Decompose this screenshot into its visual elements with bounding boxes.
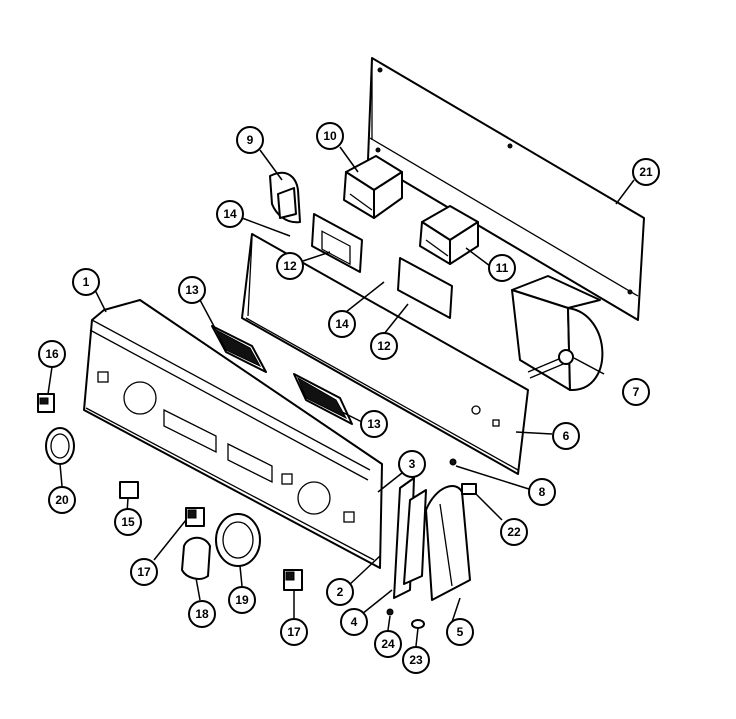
callout-label: 9 xyxy=(247,133,254,147)
callout-label: 14 xyxy=(223,207,237,221)
callout-label: 10 xyxy=(323,129,337,143)
part-end-cap-5 xyxy=(425,485,471,601)
part-screw-23 xyxy=(411,619,425,629)
callout-label: 23 xyxy=(409,653,423,667)
part-screw-24 xyxy=(386,608,394,616)
part-knob-17a xyxy=(185,507,205,527)
callout-11: 11 xyxy=(488,254,516,282)
callout-label: 3 xyxy=(409,457,416,471)
part-bezel-9 xyxy=(269,171,301,224)
part-cover-18 xyxy=(181,536,211,580)
callout-label: 5 xyxy=(457,625,464,639)
callout-24: 24 xyxy=(374,630,402,658)
callout-8: 8 xyxy=(528,478,556,506)
callout-label: 15 xyxy=(121,515,135,529)
callout-label: 24 xyxy=(381,637,395,651)
callout-3: 3 xyxy=(398,450,426,478)
part-bracket-12b xyxy=(397,257,453,319)
part-rocker-13a xyxy=(211,325,267,373)
callout-18: 18 xyxy=(188,600,216,628)
callout-13a: 13 xyxy=(178,276,206,304)
callout-14b: 14 xyxy=(328,310,356,338)
callout-10: 10 xyxy=(316,122,344,150)
callout-2: 2 xyxy=(326,578,354,606)
callout-17a: 17 xyxy=(130,558,158,586)
callout-20: 20 xyxy=(48,486,76,514)
callout-13b: 13 xyxy=(360,410,388,438)
callout-label: 19 xyxy=(235,593,249,607)
part-knob-15 xyxy=(119,481,139,499)
callout-21: 21 xyxy=(632,158,660,186)
callout-16: 16 xyxy=(38,340,66,368)
callout-label: 11 xyxy=(496,261,509,275)
part-ring-19 xyxy=(215,513,261,567)
callout-12b: 12 xyxy=(370,332,398,360)
callout-label: 17 xyxy=(137,565,151,579)
leader-lines xyxy=(47,146,635,647)
callout-6: 6 xyxy=(552,422,580,450)
callout-label: 16 xyxy=(45,347,59,361)
callout-4: 4 xyxy=(340,608,368,636)
callout-label: 8 xyxy=(539,485,546,499)
callout-15: 15 xyxy=(114,508,142,536)
callout-12a: 12 xyxy=(276,252,304,280)
callout-label: 13 xyxy=(367,417,381,431)
part-switch-11 xyxy=(419,205,479,265)
part-strip-4 xyxy=(403,489,427,585)
callout-19: 19 xyxy=(228,586,256,614)
part-clip-22 xyxy=(461,483,477,495)
callout-label: 14 xyxy=(335,317,349,331)
part-knob-16 xyxy=(37,393,55,413)
part-knob-20 xyxy=(45,427,75,465)
part-timer-assembly xyxy=(511,275,605,392)
callout-label: 22 xyxy=(507,525,521,539)
part-switch-10 xyxy=(343,155,403,219)
callout-23: 23 xyxy=(402,646,430,674)
callout-label: 4 xyxy=(351,615,358,629)
part-knob-17b xyxy=(283,569,303,591)
callout-label: 18 xyxy=(195,607,209,621)
callout-label: 12 xyxy=(377,339,391,353)
callout-label: 2 xyxy=(337,585,344,599)
callout-22: 22 xyxy=(500,518,528,546)
callout-label: 1 xyxy=(83,275,90,289)
callout-label: 12 xyxy=(283,259,297,273)
callout-label: 6 xyxy=(563,429,570,443)
part-console-panel xyxy=(83,299,383,569)
callout-label: 21 xyxy=(639,165,653,179)
part-bracket-12a xyxy=(311,213,363,273)
callout-7: 7 xyxy=(622,378,650,406)
callout-label: 13 xyxy=(185,283,199,297)
callout-9: 9 xyxy=(236,126,264,154)
callout-1: 1 xyxy=(72,268,100,296)
part-rear-panel xyxy=(367,57,645,321)
callout-label: 17 xyxy=(287,625,301,639)
part-rocker-13b xyxy=(293,373,353,425)
callout-17b: 17 xyxy=(280,618,308,646)
callout-5: 5 xyxy=(446,618,474,646)
callout-label: 20 xyxy=(55,493,69,507)
callout-14a: 14 xyxy=(216,200,244,228)
callout-label: 7 xyxy=(633,385,640,399)
